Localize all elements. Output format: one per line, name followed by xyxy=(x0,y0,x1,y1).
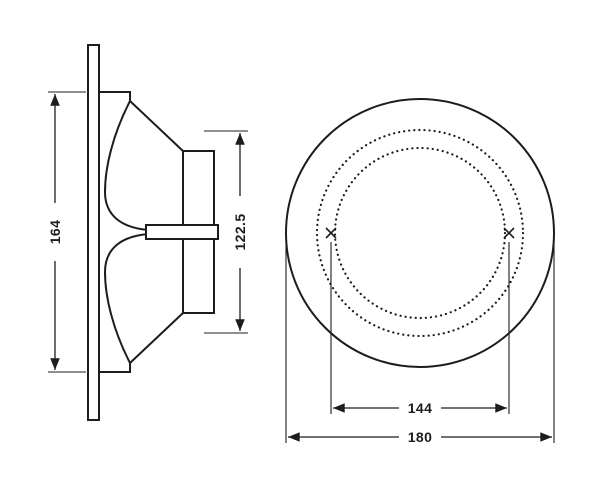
label-background xyxy=(230,196,250,268)
dimension-hole-spacing: 144 xyxy=(330,242,510,417)
cone-edge-upper xyxy=(129,100,184,152)
cone-edge-lower xyxy=(129,312,184,364)
dimension-label-122-5: 122.5 xyxy=(232,213,248,250)
dimension-overall-diameter: 180 xyxy=(285,240,555,446)
label-background xyxy=(399,428,441,446)
cross-stroke xyxy=(325,227,337,239)
outer-rim-circle xyxy=(285,98,555,368)
dimension-label-144: 144 xyxy=(408,400,433,416)
dimension-label-180: 180 xyxy=(408,429,433,445)
mounting-hole-marker-right xyxy=(503,227,515,239)
bolt-circle-dotted xyxy=(333,146,507,320)
label-background xyxy=(399,399,441,417)
dimension-overall-height: 164 xyxy=(45,91,86,373)
label-background xyxy=(45,203,65,261)
side-view: 164 122.5 xyxy=(45,44,250,421)
cutout-circle-dotted xyxy=(315,128,525,338)
cross-stroke xyxy=(503,227,515,239)
baffle-plate xyxy=(87,44,100,421)
dimension-body-height: 122.5 xyxy=(204,130,250,334)
dimension-label-164: 164 xyxy=(47,220,63,245)
horn-profile-lower xyxy=(99,233,150,373)
front-view: 144 180 xyxy=(285,98,555,446)
mounting-hole-marker-left xyxy=(325,227,337,239)
horn-profile-upper xyxy=(99,91,150,231)
magnet xyxy=(145,224,219,240)
